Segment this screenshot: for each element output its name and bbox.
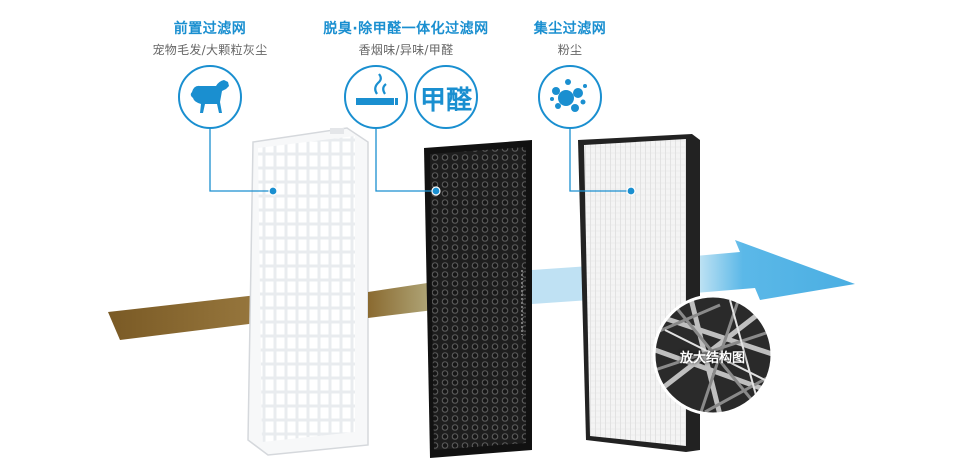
connector-lines bbox=[209, 128, 631, 192]
stage-2-title: 脱臭·除甲醛一体化过滤网 bbox=[323, 21, 489, 37]
formaldehyde-icon bbox=[414, 65, 478, 129]
formaldehyde-icon-text: 甲醛 bbox=[420, 86, 473, 116]
zoom-magnifier bbox=[652, 294, 774, 416]
carbon-filter bbox=[424, 140, 532, 458]
dog-icon bbox=[178, 65, 242, 129]
stage-3-label: 集尘过滤网 粉尘 bbox=[520, 18, 620, 58]
pre-filter bbox=[247, 127, 369, 456]
stage-3-subtitle: 粉尘 bbox=[557, 43, 583, 57]
connector-dots bbox=[268, 186, 636, 196]
stage-2-label: 脱臭·除甲醛一体化过滤网 香烟味/异味/甲醛 bbox=[296, 18, 516, 58]
dust-particles-icon bbox=[538, 65, 602, 129]
stage-1-title: 前置过滤网 bbox=[173, 21, 247, 37]
clean-airflow-arrow bbox=[532, 266, 590, 304]
stage-3-title: 集尘过滤网 bbox=[533, 21, 607, 37]
clean-airflow-out-arrow bbox=[695, 240, 855, 300]
zoom-caption: 放大结构图 bbox=[680, 351, 746, 366]
stage-1-subtitle: 宠物毛发/大颗粒灰尘 bbox=[152, 43, 268, 57]
stage-1-label: 前置过滤网 宠物毛发/大颗粒灰尘 bbox=[150, 18, 270, 58]
stage-2-subtitle: 香烟味/异味/甲醛 bbox=[358, 43, 454, 57]
cigarette-smoke-icon bbox=[344, 65, 408, 129]
